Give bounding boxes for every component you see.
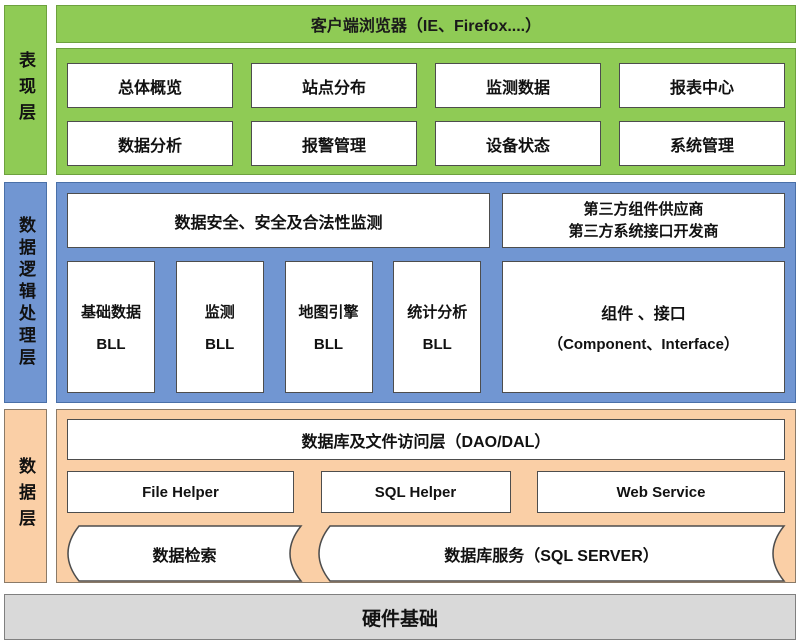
component-line2: （Component、Interface） [548,336,739,353]
storage-label: 数据库服务（SQL SERVER） [444,547,659,565]
helper-row: File Helper SQL Helper Web Service [67,471,785,513]
layer-label-presentation-text: 表现层 [16,51,35,129]
storage-row: 数据检索 数据库服务（SQL SERVER） [67,525,786,582]
module-box-data-analysis: 数据分析 [67,121,233,166]
data-retrieval-storage-shape: 数据检索 [67,525,303,582]
web-service-box: Web Service [537,471,785,513]
bll-suffix: BLL [96,336,126,353]
module-box-report-center: 报表中心 [619,63,785,108]
helper-label: Web Service [616,483,706,501]
security-box-label: 数据安全、安全及合法性监测 [174,214,383,232]
data-panel: 数据库及文件访问层（DAO/DAL） File Helper SQL Helpe… [56,409,796,583]
storage-label: 数据检索 [152,547,217,565]
business-row-bll: 基础数据 BLL 监测 BLL 地图引擎 BLL 统计分析 BLL 组件 、接口… [67,261,785,393]
bll-box-statistics: 统计分析 BLL [393,261,482,393]
bll-suffix: BLL [313,336,344,353]
helper-label: File Helper [142,483,219,501]
module-box-monitor-data: 监测数据 [435,63,601,108]
module-label: 报警管理 [301,137,366,155]
bll-suffix: BLL [205,336,235,353]
database-service-storage-shape: 数据库服务（SQL SERVER） [318,525,786,582]
module-box-system-management: 系统管理 [619,121,785,166]
module-label: 数据分析 [117,137,182,155]
bll-suffix: BLL [422,336,452,353]
hardware-bar-label: 硬件基础 [361,608,438,630]
helper-label: SQL Helper [374,483,457,501]
bll-box-monitor: 监测 BLL [175,261,264,393]
module-label: 系统管理 [669,137,734,155]
bll-name: 统计分析 [407,304,468,321]
layer-label-data: 数据层 [4,409,47,583]
component-interface-box: 组件 、接口 （Component、Interface） [502,261,785,393]
business-row-top: 数据安全、安全及合法性监测 第三方组件供应商 第三方系统接口开发商 [67,193,785,248]
module-box-alarm-management: 报警管理 [251,121,417,166]
browser-bar-label: 客户端浏览器（IE、Firefox....） [310,18,542,35]
browser-bar: 客户端浏览器（IE、Firefox....） [56,5,796,43]
module-box-device-status: 设备状态 [435,121,601,166]
component-line1: 组件 、接口 [601,306,686,323]
module-box-site-distribution: 站点分布 [251,63,417,108]
layer-label-business: 数据逻辑处理层 [4,182,47,403]
layer-label-data-text: 数据层 [16,457,35,535]
module-label: 总体概览 [117,79,182,97]
bll-name: 地图引擎 [298,304,359,321]
business-panel: 数据安全、安全及合法性监测 第三方组件供应商 第三方系统接口开发商 基础数据 B… [56,182,796,403]
bll-box-base-data: 基础数据 BLL [67,261,155,393]
security-box: 数据安全、安全及合法性监测 [67,193,490,248]
module-label: 报表中心 [669,79,734,97]
third-party-line1: 第三方组件供应商 [583,200,704,218]
layer-label-business-text: 数据逻辑处理层 [16,215,35,370]
sql-helper-box: SQL Helper [320,471,511,513]
presentation-module-grid: 总体概览 站点分布 监测数据 报表中心 数据分析 报警管理 设备状态 系统管理 [67,63,785,166]
third-party-line2: 第三方系统接口开发商 [568,222,719,240]
stored-data-shape-icon [318,525,786,582]
dao-dal-bar: 数据库及文件访问层（DAO/DAL） [67,419,785,460]
hardware-bar: 硬件基础 [4,594,796,640]
stored-data-shape-icon [67,525,303,582]
bll-name: 基础数据 [80,304,141,321]
presentation-panel: 总体概览 站点分布 监测数据 报表中心 数据分析 报警管理 设备状态 系统管理 [56,48,796,175]
layer-label-presentation: 表现层 [4,5,47,175]
module-box-overview: 总体概览 [67,63,233,108]
bll-box-map-engine: 地图引擎 BLL [284,261,373,393]
module-label: 站点分布 [301,79,366,97]
dao-dal-label: 数据库及文件访问层（DAO/DAL） [301,433,551,451]
module-label: 监测数据 [485,79,550,97]
module-label: 设备状态 [485,137,550,155]
third-party-box: 第三方组件供应商 第三方系统接口开发商 [502,193,785,248]
bll-name: 监测 [204,304,235,321]
file-helper-box: File Helper [67,471,294,513]
